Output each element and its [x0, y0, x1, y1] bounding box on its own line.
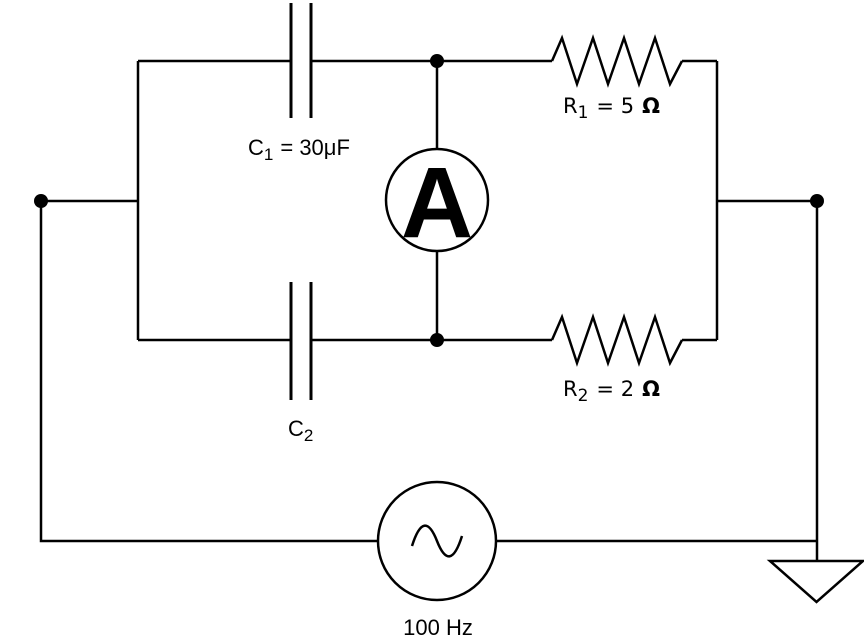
- capacitors: [289, 3, 313, 400]
- ammeter-letter: A: [401, 147, 473, 259]
- capacitor-c1-plates: [289, 3, 313, 118]
- ammeter-circle: [384, 147, 490, 253]
- sine-wave-icon: [410, 524, 464, 558]
- wire-left-rail: [39, 201, 378, 543]
- ground-icon: [766, 559, 864, 604]
- capacitor-c2-plates: [289, 282, 313, 400]
- junction-dot-left: [34, 194, 48, 208]
- junction-dots: [34, 54, 824, 347]
- capacitor-c2-label: C2: [288, 416, 313, 445]
- resistor-r2-zigzag: [550, 313, 684, 367]
- resistor-r1-zigzag: [550, 34, 684, 88]
- junction-dot-right: [810, 194, 824, 208]
- junction-dot-bottom: [430, 333, 444, 347]
- junction-dot-top: [430, 54, 444, 68]
- resistors: [550, 34, 684, 367]
- capacitor-c1-label: C1= 30μF: [248, 135, 350, 164]
- ac-source-frequency-label: 100 Hz: [403, 615, 473, 640]
